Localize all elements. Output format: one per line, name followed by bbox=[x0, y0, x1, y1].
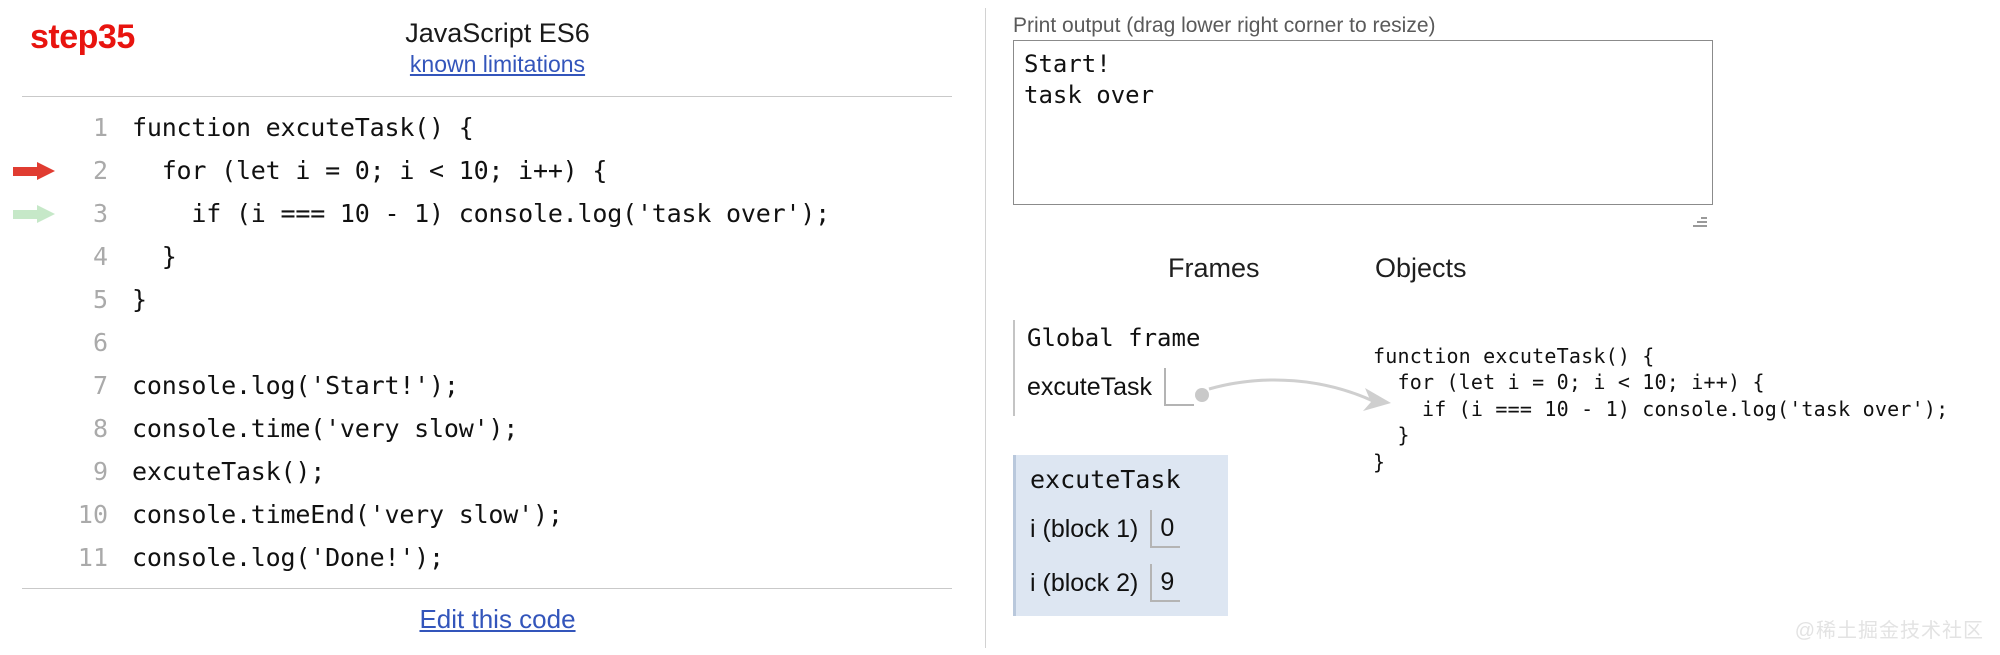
divider-top bbox=[22, 96, 952, 97]
divider-bottom bbox=[22, 588, 952, 589]
print-output-box[interactable]: Start! task over bbox=[1013, 40, 1713, 205]
step-label: step35 bbox=[30, 18, 135, 56]
code-line-row[interactable]: 4 } bbox=[0, 235, 985, 278]
print-output-label: Print output (drag lower right corner to… bbox=[1013, 14, 1436, 37]
line-number: 5 bbox=[92, 285, 108, 314]
variable-name: i (block 1) bbox=[1030, 514, 1139, 543]
excutetask-frame-title: excuteTask bbox=[1030, 465, 1181, 494]
code-line-row[interactable]: 6 bbox=[0, 321, 985, 364]
variable-name: i (block 2) bbox=[1030, 568, 1139, 597]
current-line-arrow-icon bbox=[13, 161, 55, 180]
line-number: 7 bbox=[92, 371, 108, 400]
arrow-gutter-empty bbox=[0, 235, 68, 278]
variable-value bbox=[1164, 368, 1195, 406]
code-line-text: console.log('Done!'); bbox=[132, 543, 444, 572]
code-line-text: } bbox=[132, 285, 147, 314]
code-line-text: excuteTask(); bbox=[132, 457, 326, 486]
variable-value: 9 bbox=[1150, 564, 1181, 602]
arrow-gutter-empty bbox=[0, 321, 68, 364]
objects-column-header: Objects bbox=[1375, 253, 1467, 283]
line-number: 11 bbox=[77, 543, 108, 572]
language-name: JavaScript ES6 bbox=[405, 18, 590, 48]
arrow-gutter-empty bbox=[0, 493, 68, 536]
arrow-gutter-empty bbox=[0, 450, 68, 493]
variable-name: excuteTask bbox=[1027, 372, 1153, 401]
known-limitations-link[interactable]: known limitations bbox=[409, 51, 586, 78]
pointer-arrow-icon bbox=[1208, 378, 1391, 411]
next-line-arrow-icon bbox=[13, 204, 55, 223]
variable-row: i (block 1) 0 bbox=[1030, 510, 1228, 548]
arrow-gutter-empty bbox=[0, 536, 68, 579]
language-header: JavaScript ES6 known limitations bbox=[0, 18, 985, 78]
code-line-text: console.log('Start!'); bbox=[132, 371, 459, 400]
line-number: 1 bbox=[92, 113, 108, 142]
line-number: 8 bbox=[92, 414, 108, 443]
code-line-row[interactable]: 1 function excuteTask() { bbox=[0, 106, 985, 149]
resize-grip-icon[interactable] bbox=[1691, 212, 1707, 228]
excutetask-frame: excuteTask i (block 1) 0 i (block 2) 9 bbox=[1013, 455, 1228, 616]
line-number: 10 bbox=[77, 500, 108, 529]
arrow-gutter-empty bbox=[0, 407, 68, 450]
code-line-text: function excuteTask() { bbox=[132, 113, 474, 142]
pointer-dot-icon bbox=[1195, 388, 1209, 402]
vertical-divider bbox=[985, 8, 986, 648]
code-line-row[interactable]: 9 excuteTask(); bbox=[0, 450, 985, 493]
variable-row: excuteTask bbox=[1027, 368, 1258, 406]
line-number: 4 bbox=[92, 242, 108, 271]
line-number: 3 bbox=[92, 199, 108, 228]
visualization-pane: Print output (drag lower right corner to… bbox=[1005, 0, 2000, 655]
arrow-gutter-empty bbox=[0, 364, 68, 407]
code-line-text: } bbox=[132, 242, 177, 271]
arrow-gutter-empty bbox=[0, 106, 68, 149]
code-pane: step35 JavaScript ES6 known limitations … bbox=[0, 0, 985, 655]
code-line-text: console.timeEnd('very slow'); bbox=[132, 500, 563, 529]
global-frame-title: Global frame bbox=[1027, 324, 1201, 352]
code-listing: 1 function excuteTask() { 2 for (let i = 0… bbox=[0, 106, 985, 579]
code-line-row[interactable]: 5} bbox=[0, 278, 985, 321]
line-number: 6 bbox=[92, 328, 108, 357]
frames-column-header: Frames bbox=[1168, 253, 1260, 283]
code-line-text: for (let i = 0; i < 10; i++) { bbox=[132, 156, 608, 185]
code-line-row[interactable]: 7 console.log('Start!'); bbox=[0, 364, 985, 407]
code-line-text: console.time('very slow'); bbox=[132, 414, 519, 443]
code-line-text: if (i === 10 - 1) console.log('task over… bbox=[132, 199, 831, 228]
edit-link-container: Edit this code bbox=[0, 604, 985, 635]
code-line-row[interactable]: 8 console.time('very slow'); bbox=[0, 407, 985, 450]
edit-this-code-link[interactable]: Edit this code bbox=[419, 604, 576, 634]
code-line-row[interactable]: 2 for (let i = 0; i < 10; i++) { bbox=[0, 149, 985, 192]
arrow-gutter-empty bbox=[0, 278, 68, 321]
code-line-row[interactable]: 11 console.log('Done!'); bbox=[0, 536, 985, 579]
line-number: 9 bbox=[92, 457, 108, 486]
function-object-code: function excuteTask() { for (let i = 0; … bbox=[1373, 344, 1949, 474]
watermark: @稀土掘金技术社区 bbox=[1794, 620, 1984, 642]
code-line-row[interactable]: 10 console.timeEnd('very slow'); bbox=[0, 493, 985, 536]
code-line-row[interactable]: 3 if (i === 10 - 1) console.log('task ov… bbox=[0, 192, 985, 235]
variable-row: i (block 2) 9 bbox=[1030, 564, 1228, 602]
variable-value: 0 bbox=[1150, 510, 1181, 548]
line-number: 2 bbox=[92, 156, 108, 185]
global-frame: Global frame excuteTask bbox=[1013, 320, 1258, 416]
